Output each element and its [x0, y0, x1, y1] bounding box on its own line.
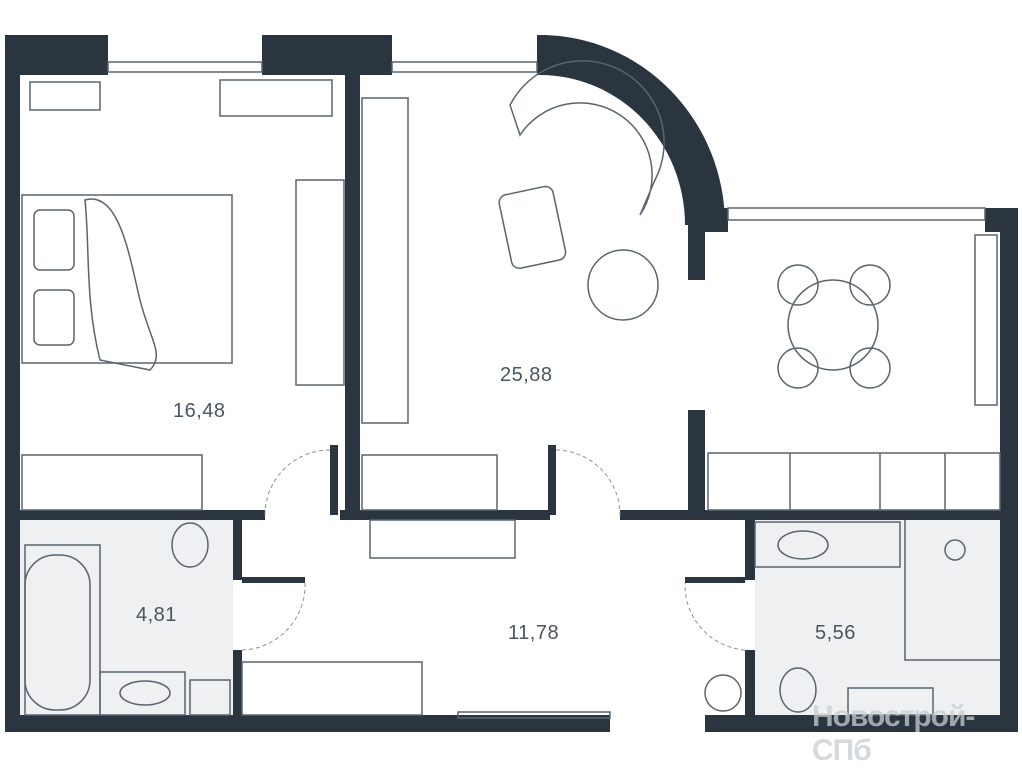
sink — [777, 530, 829, 560]
room-area-hallway: 11,78 — [508, 622, 560, 644]
dining-table — [787, 279, 879, 371]
room-area-bathroom: 4,81 — [136, 604, 177, 626]
room-area-bedroom: 16,48 — [173, 400, 226, 422]
furniture — [21, 60, 1001, 716]
windows — [107, 61, 986, 719]
room-area-shower-room: 5,56 — [815, 622, 856, 644]
shower-room-floor — [755, 520, 1000, 715]
bathroom-floor — [20, 520, 233, 715]
shoe-cabinet — [369, 519, 516, 559]
shower-enclosure — [904, 520, 1000, 661]
door-swings — [241, 449, 746, 651]
kitchen-counter — [707, 452, 1001, 511]
sofa — [509, 60, 665, 216]
toilet-2 — [779, 667, 817, 713]
bed — [21, 194, 233, 364]
walls — [5, 35, 1018, 732]
toilet — [171, 522, 209, 568]
room-area-living-room: 25,88 — [500, 364, 553, 386]
armchair — [587, 249, 659, 321]
hall-wardrobe — [241, 661, 423, 716]
coffee-table — [498, 185, 567, 270]
watermark: Новострой-СПб — [812, 700, 975, 767]
wardrobe — [21, 454, 203, 511]
radiator — [847, 687, 934, 716]
